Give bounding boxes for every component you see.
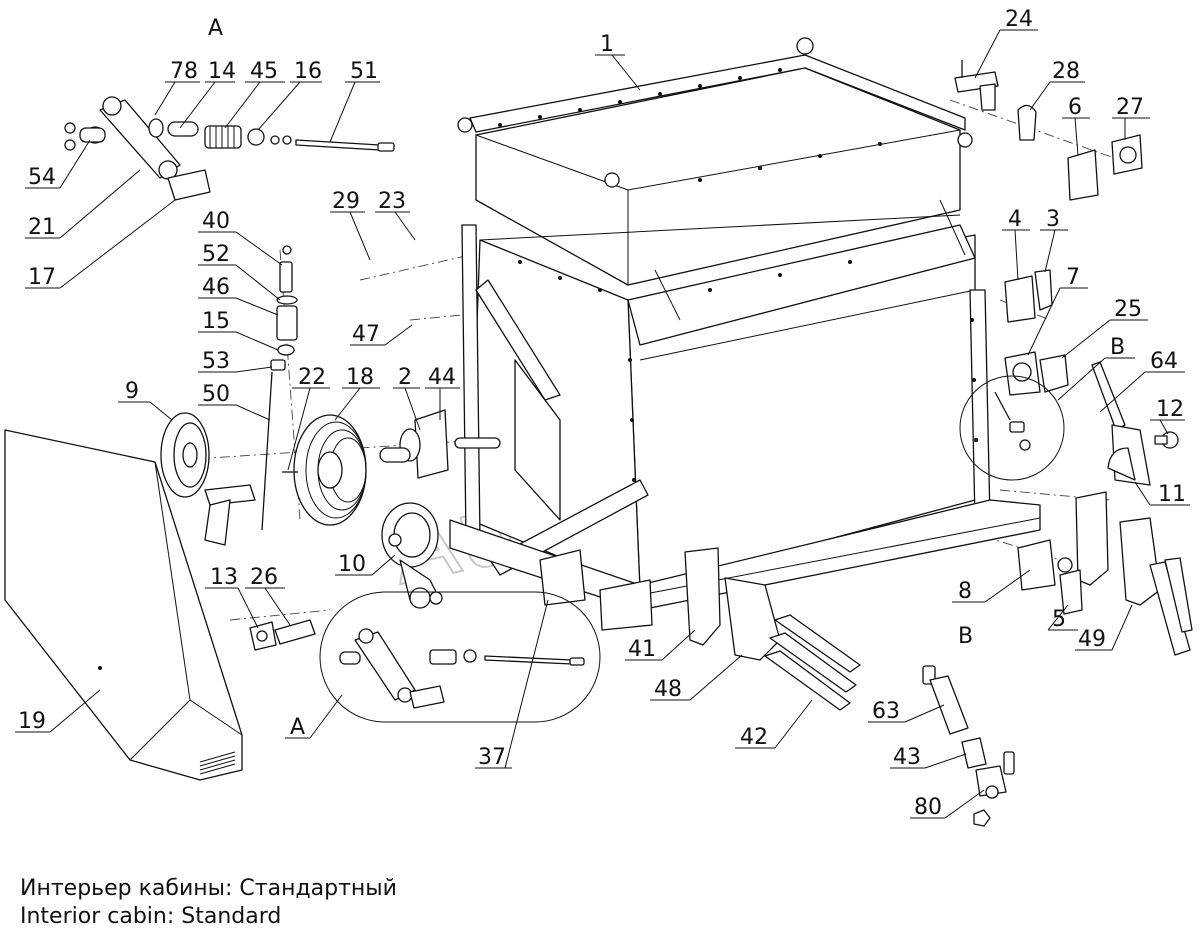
callout-11: 11 — [1158, 482, 1186, 507]
callout-46: 46 — [202, 275, 230, 300]
callout-labels: A 78 14 45 16 51 54 21 17 40 52 46 15 53… — [18, 7, 1186, 820]
callout-23: 23 — [378, 189, 406, 214]
callout-45: 45 — [250, 59, 278, 84]
callout-64: 64 — [1150, 349, 1178, 374]
callout-37: 37 — [478, 745, 506, 770]
detail-view-b-circle — [959, 375, 1065, 481]
fastener-holes — [498, 68, 978, 482]
callout-40: 40 — [202, 209, 230, 234]
detail-view-a — [319, 591, 601, 723]
tensioner-pulley-10 — [381, 502, 443, 609]
view-label-b-detail: B — [1110, 335, 1125, 360]
callout-78: 78 — [170, 59, 198, 84]
bars-42 — [764, 614, 861, 711]
bracket-7-25 — [1004, 351, 1069, 396]
callout-1: 1 — [600, 32, 614, 57]
callout-49: 49 — [1078, 627, 1106, 652]
callout-19: 19 — [18, 709, 46, 734]
callout-27: 27 — [1116, 95, 1144, 120]
callout-18: 18 — [346, 365, 374, 390]
gas-strut-63-43-80 — [922, 665, 1015, 827]
callout-44: 44 — [428, 365, 456, 390]
vertical-spring-stack — [261, 245, 298, 531]
plates-41-48-49 — [684, 491, 1193, 661]
callout-48: 48 — [654, 677, 682, 702]
callout-6: 6 — [1068, 95, 1082, 120]
callout-53: 53 — [202, 349, 230, 374]
callout-41: 41 — [628, 637, 656, 662]
view-label-b-lower: B — [958, 624, 973, 649]
callout-12: 12 — [1156, 397, 1184, 422]
view-label-a-detail: A — [290, 715, 305, 740]
caption-english: Interior cabin: Standard — [20, 904, 282, 929]
side-cover-19 — [4, 429, 243, 781]
callout-63: 63 — [872, 699, 900, 724]
callout-52: 52 — [202, 242, 230, 267]
leader-lines — [15, 29, 1190, 819]
bearing-bracket-2 — [379, 409, 501, 479]
callout-7: 7 — [1066, 265, 1080, 290]
callout-28: 28 — [1052, 59, 1080, 84]
callout-25: 25 — [1114, 297, 1142, 322]
lever-arm-assembly — [64, 96, 211, 201]
callout-51: 51 — [350, 59, 378, 84]
callout-10: 10 — [338, 552, 366, 577]
callout-47: 47 — [352, 322, 380, 347]
callout-50: 50 — [202, 382, 230, 407]
callout-16: 16 — [294, 59, 322, 84]
small-pulley-9 — [160, 412, 256, 546]
large-pulley-18 — [282, 414, 367, 526]
callout-8: 8 — [958, 579, 972, 604]
callout-9: 9 — [125, 379, 139, 404]
bracket-13-26 — [249, 619, 316, 651]
callout-54: 54 — [28, 165, 56, 190]
callout-4: 4 — [1008, 207, 1022, 232]
callout-43: 43 — [893, 745, 921, 770]
lever-64-11-12 — [1091, 361, 1179, 486]
bracket-5-8 — [1017, 539, 1083, 615]
callout-2: 2 — [398, 365, 412, 390]
callout-42: 42 — [740, 725, 768, 750]
callout-3: 3 — [1046, 207, 1060, 232]
caption-russian: Интерьер кабины: Стандартный — [20, 876, 397, 901]
callout-14: 14 — [208, 59, 236, 84]
latch-3-4 — [1004, 269, 1053, 323]
callout-29: 29 — [332, 189, 360, 214]
cabin-body — [449, 37, 1041, 631]
callout-15: 15 — [202, 309, 230, 334]
callout-5: 5 — [1052, 607, 1066, 632]
vent-slots — [199, 751, 236, 775]
callout-24: 24 — [1005, 7, 1033, 32]
shackle-28 — [1017, 104, 1037, 141]
bracket-24 — [954, 60, 999, 111]
callout-26: 26 — [250, 565, 278, 590]
callout-22: 22 — [298, 365, 326, 390]
callout-80: 80 — [914, 795, 942, 820]
hinge-6-27 — [1067, 134, 1143, 201]
spring-rod-assembly — [204, 125, 395, 152]
view-label-a-top: A — [208, 16, 223, 41]
callout-21: 21 — [28, 215, 56, 240]
callout-17: 17 — [28, 265, 56, 290]
callout-13: 13 — [210, 565, 238, 590]
